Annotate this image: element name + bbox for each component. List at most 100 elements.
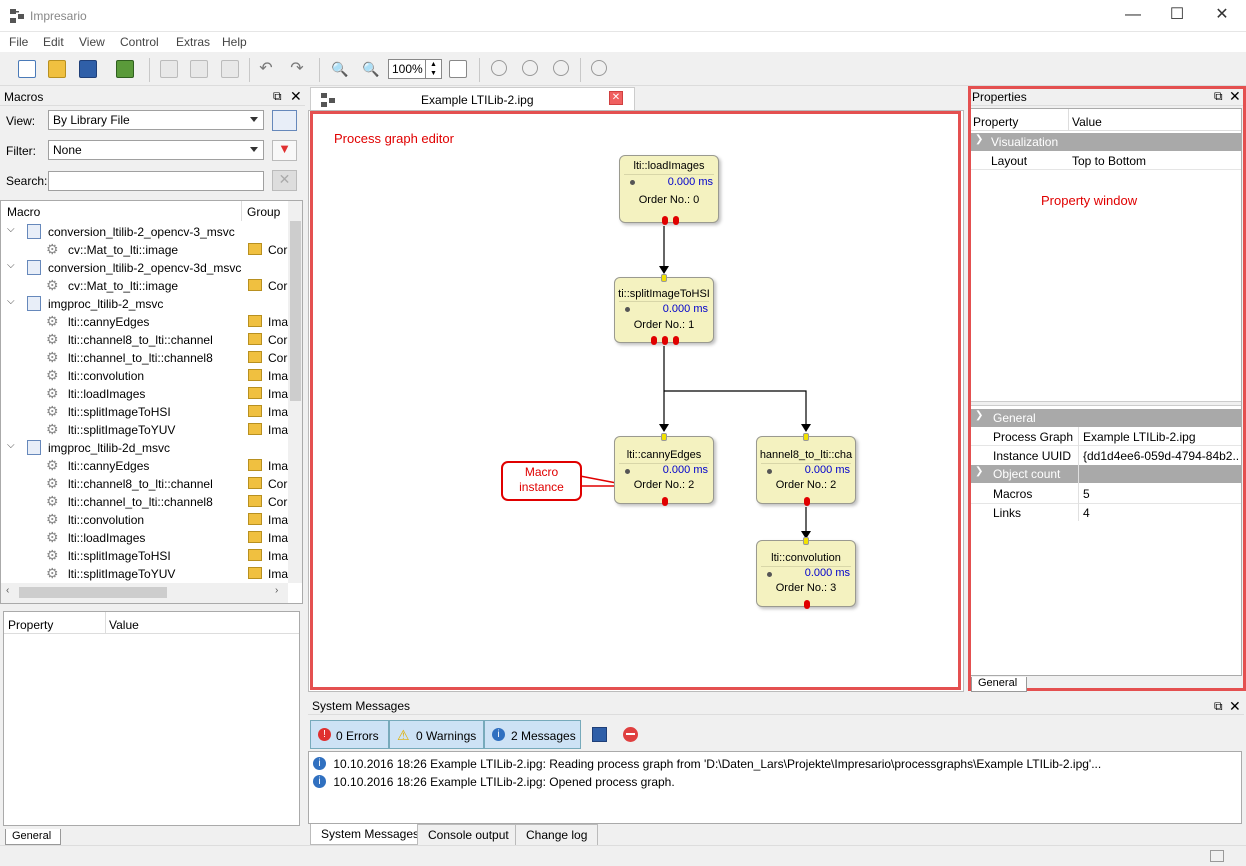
output-port[interactable] — [651, 336, 657, 345]
output-port[interactable] — [804, 497, 810, 506]
warnings-filter-button[interactable]: ⚠ 0 Warnings — [389, 720, 484, 749]
copy-icon[interactable] — [190, 60, 208, 78]
column-property[interactable]: Property — [973, 115, 1019, 129]
play-icon[interactable] — [491, 60, 507, 76]
clear-search-icon[interactable]: ✕ — [272, 170, 297, 191]
menu-help[interactable]: Help — [222, 35, 247, 49]
view-combobox[interactable]: By Library File — [48, 110, 264, 130]
tab-change-log[interactable]: Change log — [515, 824, 599, 846]
zoom-in-icon[interactable]: 🔍 — [331, 61, 349, 77]
menu-file[interactable]: File — [9, 35, 29, 49]
node-channel8-to-channel[interactable]: hannel8_to_lti::cha 0.000 ms Order No.: … — [756, 433, 856, 506]
tab-console-output[interactable]: Console output — [417, 824, 520, 846]
output-port[interactable] — [673, 216, 679, 225]
import-icon[interactable] — [116, 60, 134, 78]
cut-icon[interactable] — [160, 60, 178, 78]
output-port[interactable] — [662, 336, 668, 345]
section-general[interactable]: ❯ General — [971, 409, 1241, 427]
input-port[interactable] — [661, 274, 667, 282]
layout-value[interactable]: Top to Bottom — [1072, 154, 1147, 168]
search-input[interactable] — [48, 171, 264, 191]
close-button[interactable]: ✕ — [1215, 6, 1229, 23]
node-load-images[interactable]: lti::loadImages 0.000 ms Order No.: 0 — [619, 155, 719, 225]
instance-uuid-value[interactable]: {dd1d4ee6-059d-4794-84b2... — [1083, 449, 1239, 463]
section-visualization[interactable]: ❯ Visualization — [971, 133, 1241, 151]
vertical-scrollbar[interactable] — [288, 201, 302, 583]
editor-tab[interactable]: Example LTILib-2.ipg ✕ — [310, 87, 635, 110]
open-folder-icon[interactable] — [48, 60, 66, 78]
zoom-fit-icon[interactable] — [449, 60, 467, 78]
close-dock-icon[interactable]: ✕ — [1229, 698, 1241, 714]
chevron-down-icon[interactable]: ⌵ — [7, 296, 15, 307]
close-dock-icon[interactable]: ✕ — [1229, 88, 1241, 104]
input-port[interactable] — [803, 433, 809, 441]
tree-library[interactable]: ⌵imgproc_ltilib-2d_msvc — [1, 439, 288, 457]
tab-system-messages[interactable]: System Messages — [310, 824, 431, 845]
input-port[interactable] — [661, 433, 667, 441]
chevron-down-icon[interactable]: ⌵ — [7, 440, 15, 451]
close-dock-icon[interactable]: ✕ — [290, 88, 302, 104]
save-log-icon[interactable] — [592, 727, 607, 742]
output-port[interactable] — [662, 497, 668, 506]
horizontal-scrollbar[interactable]: ‹ › — [1, 583, 288, 603]
redo-icon[interactable]: ↷ — [290, 60, 304, 77]
clear-log-icon[interactable] — [623, 727, 638, 742]
pause-icon[interactable] — [522, 60, 538, 76]
menu-extras[interactable]: Extras — [176, 35, 211, 49]
output-port[interactable] — [673, 336, 679, 345]
process-graph-value[interactable]: Example LTILib-2.ipg — [1083, 430, 1196, 444]
tree-library[interactable]: ⌵imgproc_ltilib-2_msvc — [1, 295, 288, 313]
macros-tab-general[interactable]: General — [5, 829, 61, 845]
paste-icon[interactable] — [221, 60, 239, 78]
maximize-button[interactable]: ☐ — [1169, 6, 1185, 23]
save-icon[interactable] — [79, 60, 97, 78]
properties-tab-general[interactable]: General — [971, 677, 1027, 692]
tree-library[interactable]: ⌵conversion_ltilib-2_opencv-3d_msvc — [1, 259, 288, 277]
menu-control[interactable]: Control — [120, 35, 159, 49]
chevron-down-icon[interactable]: ⌵ — [7, 260, 15, 271]
node-convolution[interactable]: lti::convolution 0.000 ms Order No.: 3 — [756, 537, 856, 609]
menu-edit[interactable]: Edit — [43, 35, 64, 49]
new-file-icon[interactable] — [18, 60, 36, 78]
step-icon[interactable] — [591, 60, 607, 76]
zoom-spinner[interactable]: ▲▼ — [425, 60, 441, 78]
input-port[interactable] — [803, 537, 809, 545]
column-property[interactable]: Property — [8, 618, 54, 632]
undo-icon[interactable]: ↶ — [259, 60, 273, 77]
output-port[interactable] — [662, 216, 668, 225]
messages-filter-button[interactable]: i 2 Messages — [484, 720, 581, 749]
filter-gem-icon[interactable]: ▼ — [272, 140, 297, 161]
filter-combobox[interactable]: None — [48, 140, 264, 160]
float-dock-icon[interactable]: ⧉ — [1214, 89, 1223, 103]
float-dock-icon[interactable]: ⧉ — [273, 89, 282, 103]
chevron-down-icon[interactable]: ⌵ — [7, 224, 15, 235]
stop-icon[interactable] — [553, 60, 569, 76]
node-split-image-to-hsi[interactable]: ti::splitImageToHSI 0.000 ms Order No.: … — [614, 274, 714, 345]
node-canny-edges[interactable]: lti::cannyEdges 0.000 ms Order No.: 2 — [614, 433, 714, 506]
column-value[interactable]: Value — [109, 618, 139, 632]
output-port[interactable] — [804, 600, 810, 609]
column-macro[interactable]: Macro — [7, 205, 41, 219]
menu-view[interactable]: View — [79, 35, 105, 49]
tree-library[interactable]: ⌵conversion_ltilib-2_opencv-3_msvc — [1, 223, 288, 241]
float-dock-icon[interactable]: ⧉ — [1214, 699, 1223, 713]
close-tab-icon[interactable]: ✕ — [609, 91, 623, 105]
column-value[interactable]: Value — [1072, 115, 1102, 129]
zoom-reset-icon[interactable]: 🔍 — [362, 61, 380, 77]
